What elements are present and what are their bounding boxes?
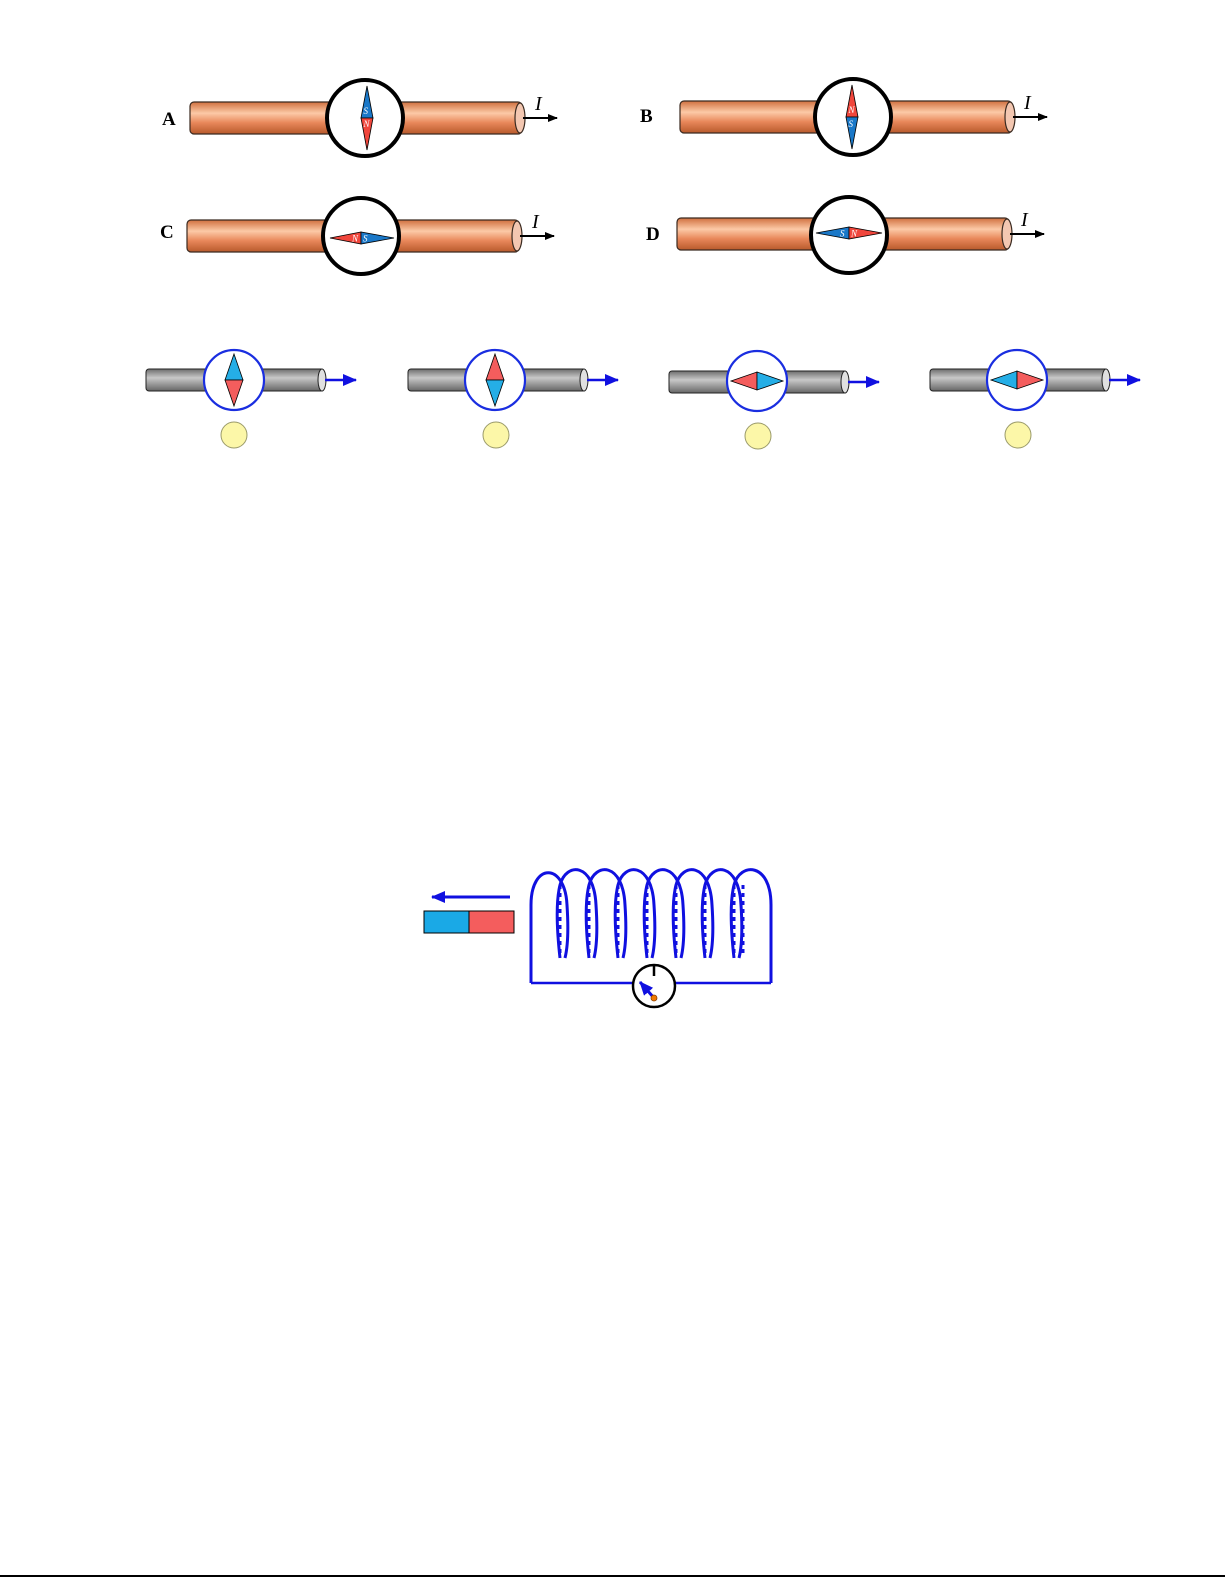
selection-bubble[interactable]: [745, 423, 771, 449]
pole-label-top: S: [364, 106, 369, 116]
selection-bubble[interactable]: [221, 422, 247, 448]
pole-label-left: S: [840, 229, 845, 239]
wire-end: [318, 369, 326, 391]
selection-bubble[interactable]: [1005, 422, 1031, 448]
pointer-pivot: [651, 995, 657, 1001]
current-label: I: [531, 211, 540, 233]
pole-label-bottom: N: [363, 119, 371, 129]
coil-turn: [531, 873, 568, 983]
option-a: A I S N: [162, 80, 557, 156]
galvanometer: [633, 965, 675, 1007]
option-d: D I S N: [646, 197, 1044, 273]
selection-bubble[interactable]: [483, 422, 509, 448]
pole-label-bottom: S: [849, 119, 854, 129]
pole-label-left: N: [351, 234, 359, 244]
answer-choice-1[interactable]: [146, 350, 356, 448]
option-label: D: [646, 224, 660, 245]
option-label: C: [160, 222, 174, 243]
pole-label-top: N: [848, 105, 856, 115]
magnet-right-pole: [469, 911, 514, 933]
current-label: I: [534, 93, 543, 115]
option-label: A: [162, 109, 176, 130]
current-label: I: [1023, 92, 1032, 114]
pole-label-right: S: [363, 234, 368, 244]
pole-label-right: N: [850, 229, 858, 239]
current-label: I: [1020, 209, 1029, 231]
answer-choice-2[interactable]: [408, 350, 618, 448]
option-label: B: [640, 106, 653, 127]
answer-choice-3[interactable]: [669, 351, 879, 449]
answer-choice-4[interactable]: [930, 350, 1140, 448]
bottom-rule: [0, 1575, 1225, 1577]
solenoid-setup: [424, 870, 771, 1007]
option-b: B I N S: [640, 79, 1047, 155]
magnet-left-pole: [424, 911, 469, 933]
wire-end: [580, 369, 588, 391]
option-c: C I N S: [160, 198, 554, 274]
wire-end: [1102, 369, 1110, 391]
wire-end: [841, 371, 849, 393]
